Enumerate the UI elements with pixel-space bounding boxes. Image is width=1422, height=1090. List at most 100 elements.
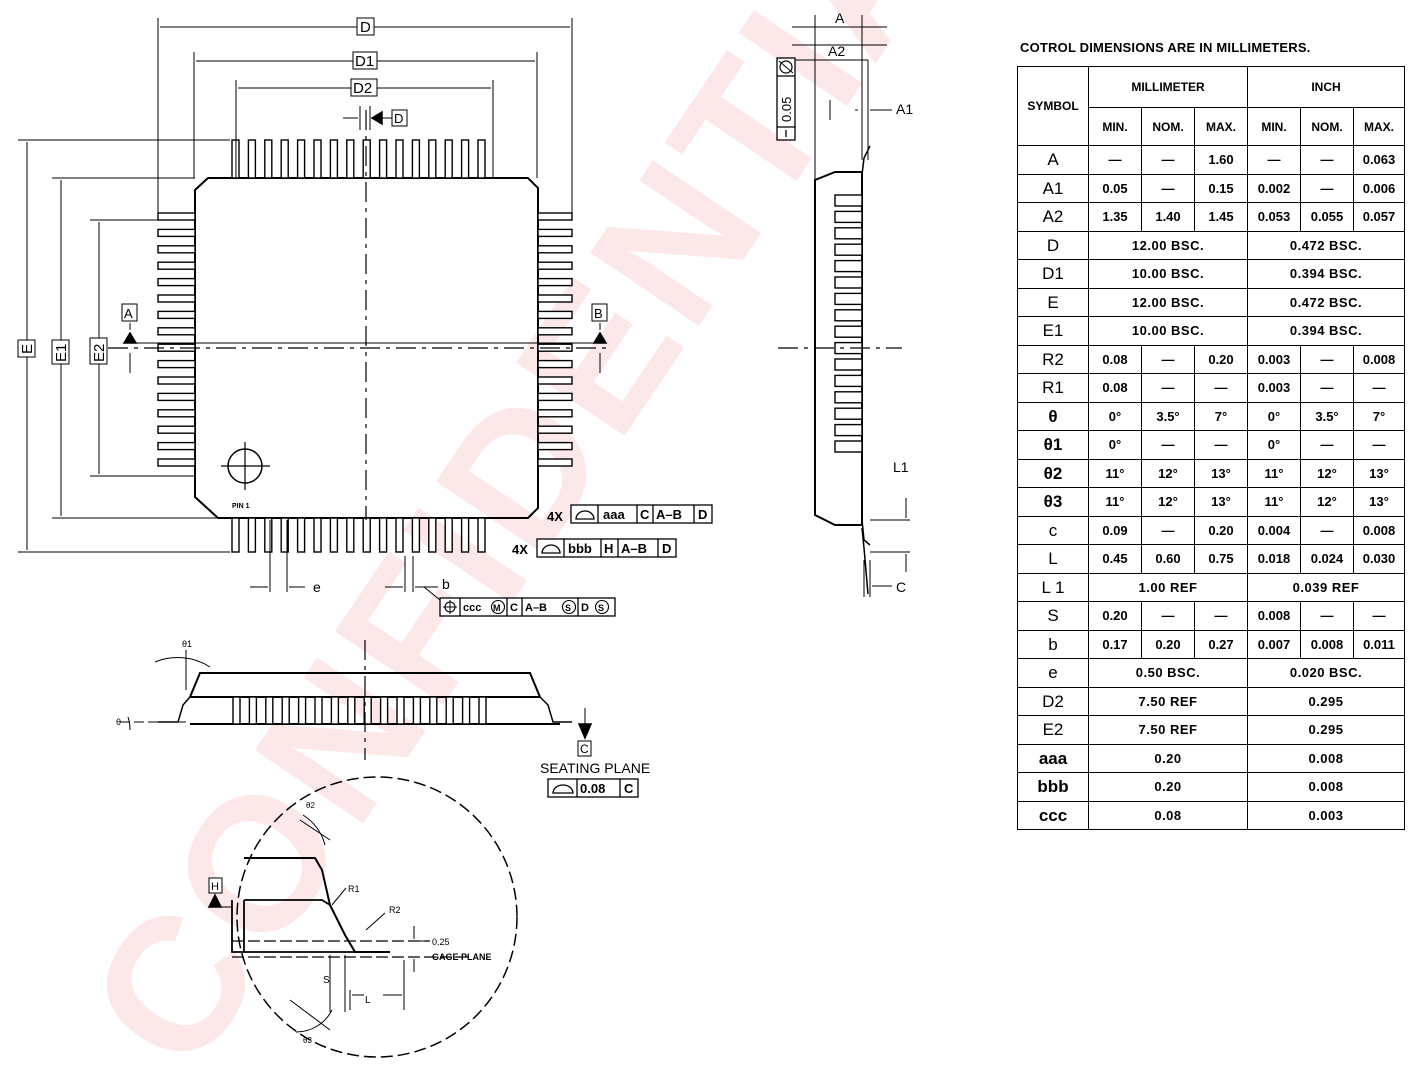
value-cell: 0.15 — [1194, 173, 1248, 203]
symbol-cell: θ2 — [1017, 458, 1089, 488]
mm-span-cell: 0.08 — [1088, 800, 1248, 830]
value-cell: 11° — [1088, 458, 1142, 488]
fcf-ccc-ref2: A–B — [525, 602, 547, 614]
dim-A-label: A — [835, 10, 845, 26]
datum-B-label: B — [594, 306, 603, 321]
lead — [157, 425, 196, 434]
inch-header: INCH — [1247, 66, 1405, 108]
symbol-cell: θ — [1017, 401, 1089, 431]
fcf-ccc-mod2: S — [565, 603, 571, 613]
fcf-ccc-mod: M — [493, 603, 501, 613]
lead — [313, 517, 322, 553]
symbol-cell: R2 — [1017, 344, 1089, 374]
lead — [265, 696, 274, 725]
value-cell: 0.17 — [1088, 629, 1142, 659]
value-cell: 0.008 — [1353, 344, 1405, 374]
value-cell: 11° — [1247, 458, 1301, 488]
lead — [411, 139, 421, 179]
datum-C-label: C — [580, 742, 589, 756]
lead — [329, 139, 339, 179]
subheader-cell: MIN. — [1247, 107, 1301, 146]
value-cell: 1.35 — [1088, 202, 1142, 232]
lead — [834, 374, 863, 388]
value-cell: 0.20 — [1194, 344, 1248, 374]
lead — [834, 210, 863, 224]
value-cell: 11° — [1088, 487, 1142, 517]
mm-span-cell: 12.00 BSC. — [1088, 230, 1248, 260]
table-title: COTROL DIMENSIONS ARE IN MILLIMETERS. — [1020, 40, 1311, 55]
lead — [157, 327, 196, 336]
value-cell: 13° — [1194, 458, 1248, 488]
gauge-value-label: 0.25 — [432, 937, 450, 947]
mm-span-cell: 0.20 — [1088, 772, 1248, 802]
lead — [834, 358, 863, 371]
fcf-ccc: ccc M C A–B S D S — [439, 597, 616, 617]
inch-span-cell: 0.003 — [1247, 800, 1405, 830]
lead — [834, 227, 863, 240]
lead — [834, 259, 863, 273]
symbol-cell: L 1 — [1017, 572, 1089, 602]
r2-label: R2 — [389, 905, 401, 915]
value-cell: — — [1300, 515, 1354, 545]
top-leads — [231, 139, 486, 179]
lead — [537, 261, 573, 270]
value-cell: 0° — [1247, 430, 1301, 460]
millimeter-header: MILLIMETER — [1088, 66, 1248, 108]
symbol-cell: A2 — [1017, 202, 1089, 232]
lead — [537, 294, 573, 303]
mm-span-cell: 0.50 BSC. — [1088, 658, 1248, 688]
inch-span-cell: 0.020 BSC. — [1247, 658, 1405, 688]
lead — [330, 696, 340, 725]
datum-D-label: D — [394, 111, 403, 126]
symbol-cell: A1 — [1017, 173, 1089, 203]
value-cell: 0.004 — [1247, 515, 1301, 545]
side-leads — [834, 194, 863, 453]
lead — [537, 277, 573, 287]
lead — [280, 517, 289, 553]
lead — [537, 441, 573, 451]
value-cell: 12° — [1300, 487, 1354, 517]
lead — [537, 392, 573, 402]
value-cell: — — [1194, 601, 1248, 631]
lead — [537, 310, 573, 320]
dim-A1-label: A1 — [896, 101, 913, 117]
dim-D1-label: D1 — [355, 53, 374, 70]
value-cell: 3.5° — [1300, 401, 1354, 431]
lead — [477, 517, 486, 553]
value-cell: — — [1300, 145, 1354, 175]
inch-span-cell: 0.039 REF — [1247, 572, 1405, 602]
fcf-aaa-ref3: D — [698, 507, 707, 522]
inch-span-cell: 0.008 — [1247, 743, 1405, 773]
value-cell: 0° — [1088, 401, 1142, 431]
lead — [428, 517, 437, 553]
value-cell: 0.75 — [1194, 544, 1248, 574]
value-cell: 0.003 — [1247, 344, 1301, 374]
mm-span-cell: 10.00 BSC. — [1088, 259, 1248, 289]
l-label: L — [365, 995, 371, 1006]
value-cell: 0.063 — [1353, 145, 1405, 175]
symbol-cell: ccc — [1017, 800, 1089, 830]
fcf-bbb-ref3: D — [662, 541, 671, 556]
lead — [834, 292, 863, 306]
symbol-header: SYMBOL — [1017, 66, 1089, 146]
symbol-cell: θ1 — [1017, 430, 1089, 460]
symbol-cell: E2 — [1017, 715, 1089, 745]
lead — [157, 294, 196, 303]
dim-A2-label: A2 — [828, 43, 845, 59]
mm-span-cell: 7.50 REF — [1088, 686, 1248, 716]
theta2-label: θ2 — [306, 801, 315, 810]
fcf-ccc-ref3: D — [581, 602, 589, 614]
value-cell: — — [1300, 344, 1354, 374]
symbol-cell: c — [1017, 515, 1089, 545]
width-b-label: b — [442, 576, 450, 592]
value-cell: 0.053 — [1247, 202, 1301, 232]
lead — [834, 276, 863, 289]
value-cell: 0.057 — [1353, 202, 1405, 232]
